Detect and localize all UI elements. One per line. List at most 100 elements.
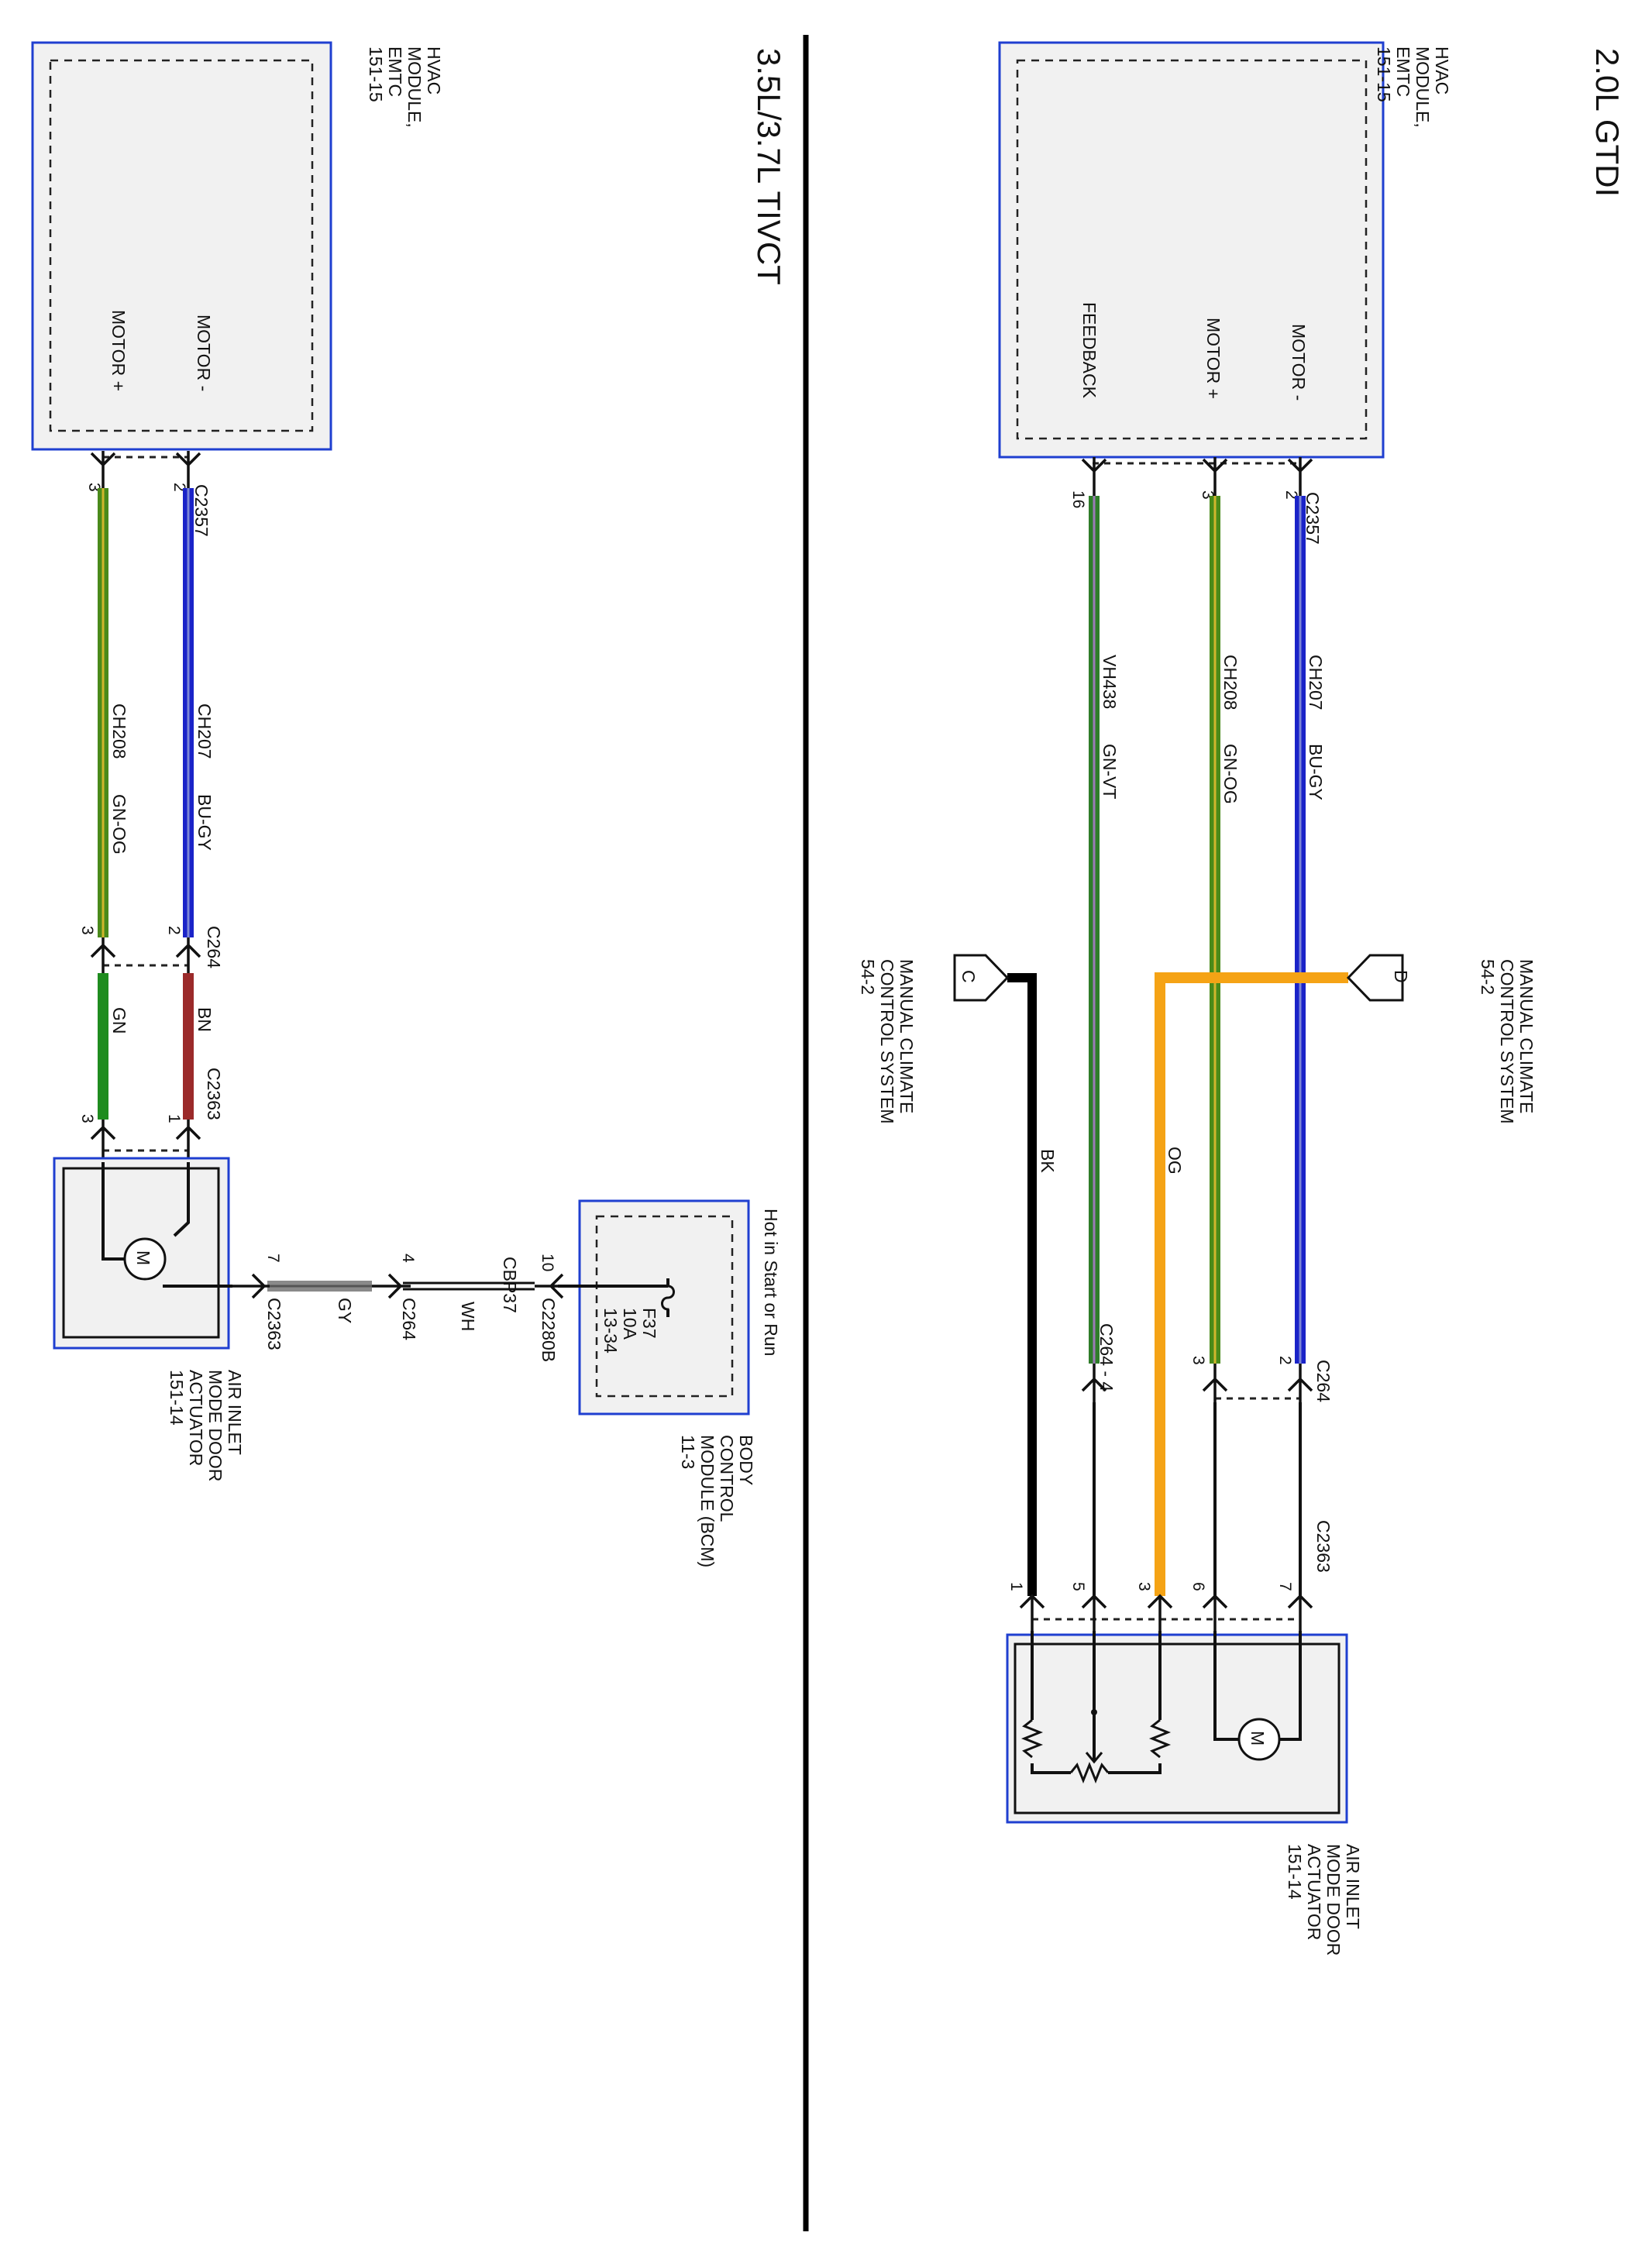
terminal-c264-pin4: [372, 1273, 411, 1299]
reference-c: C MANUAL CLIMATE CONTROL SYSTEM 54-2: [858, 954, 1010, 1129]
hvac-module-label: HVAC MODULE, EMTC 151-15: [1374, 46, 1452, 132]
wire-ch208: CH208 GN-OG: [98, 488, 129, 937]
wire-cbp37: CBP37 WH: [403, 1257, 535, 1331]
connector-c2280b: C2280B 10: [535, 1254, 573, 1362]
pin-label-motor-minus: MOTOR -: [1289, 324, 1309, 401]
reference-c-flag: [953, 954, 1010, 1002]
connector-c2357: C2357 2 3 16: [1069, 457, 1323, 545]
fuse-to-pin: [558, 1278, 669, 1288]
connector-c2363: C2363 1 3: [78, 1068, 224, 1162]
connector-c264-b: C264 4: [372, 1254, 419, 1340]
motor-lead-plus: [173, 1162, 190, 1237]
wire-og-line: [1155, 972, 1348, 1596]
actuator-label: AIR INLET MODE DOOR ACTUATOR 151-14: [1285, 1844, 1363, 1961]
pin-number: 10: [539, 1254, 556, 1271]
connector-c264: C264 2 3 C264 - 4: [1081, 1323, 1334, 1402]
pot-lead: [1031, 1763, 1071, 1774]
pin-label-motor-minus: MOTOR -: [194, 315, 214, 391]
wire-color-label: OG: [1165, 1147, 1185, 1175]
reference-d-label: MANUAL CLIMATE CONTROL SYSTEM 54-2: [1478, 959, 1537, 1129]
connector-label-c2363: C2363: [264, 1298, 284, 1350]
pin-number: 3: [1135, 1582, 1153, 1591]
connector-label-c2357: C2357: [191, 484, 212, 537]
wire-circuit-label: CBP37: [500, 1257, 520, 1313]
wire-ch207: CH207 BU-GY: [183, 488, 215, 937]
body-control-module: Hot in Start or Run F37 10A 13-34 BODY C…: [558, 1199, 781, 1573]
resistor-right: [1148, 1718, 1172, 1759]
pin-number: 3: [85, 483, 103, 492]
reference-c-label: MANUAL CLIMATE CONTROL SYSTEM 54-2: [858, 959, 917, 1129]
connector-c2357: C2357 2 3: [85, 451, 212, 537]
diagram-2-0l-gtdi: 2.0L GTDI HVAC MODULE, EMTC 151-15 MOTOR…: [858, 41, 1626, 1961]
wire-color-label: WH: [458, 1302, 478, 1331]
pot-wiper-arrow: [1085, 1752, 1103, 1764]
actuator-inner: [1014, 1642, 1341, 1814]
terminal-c264-pin3: [90, 937, 116, 973]
hvac-module-box: [31, 41, 332, 451]
hvac-module-inner: [1016, 59, 1368, 440]
terminal-c2363-pin1: [1019, 1594, 1045, 1631]
wire-gn: GN: [98, 973, 129, 1120]
pin-number: 3: [78, 1114, 96, 1123]
pin-number: 3: [1199, 490, 1217, 500]
wire-vh438: VH438 GN-VT: [1089, 496, 1120, 1364]
pin-number: 6: [1189, 1582, 1207, 1591]
wire-circuit-label: CH208: [1220, 655, 1241, 710]
pin-number: 16: [1069, 490, 1087, 508]
terminal-c2357-pin2: [1287, 457, 1313, 496]
wire-bk-line: [1007, 973, 1037, 1596]
motor-symbol: M: [133, 1250, 153, 1265]
connector-c2363: C2363 7 6 3 5 1: [1007, 1520, 1334, 1631]
terminal-c2363-pin5: [1081, 1594, 1107, 1631]
pin-number: 2: [1276, 1356, 1294, 1365]
motor-icon: [1237, 1718, 1281, 1761]
connector-c2363-b: C2363 7: [232, 1254, 284, 1350]
wire-gy: GY: [267, 1281, 372, 1323]
terminal-c2363-pin1: [175, 1120, 201, 1162]
connector-label-c2363: C2363: [204, 1068, 224, 1120]
motor-lead-plus: [1280, 1631, 1302, 1741]
hvac-module-label: HVAC MODULE, EMTC 151-15: [366, 46, 444, 132]
terminal-c2357-pin3: [1202, 457, 1228, 496]
connector-label-c264-4: C264 - 4: [1096, 1323, 1117, 1391]
bcm-hot-text: Hot in Start or Run: [761, 1209, 781, 1356]
pot-lead: [1108, 1763, 1162, 1774]
bcm-label: BODY CONTROL MODULE (BCM) 11-3: [678, 1435, 756, 1573]
pin-number: 5: [1069, 1582, 1087, 1591]
wire-circuit-label: CH207: [194, 703, 215, 759]
diagram-3-5l-3-7l-tivct: 3.5L/3.7L TIVCT HVAC MODULE, EMTC 151-15…: [31, 41, 787, 1573]
pin-number: 2: [170, 483, 188, 492]
wire-circuit-label: VH438: [1100, 655, 1120, 709]
wire-circuit-label: CH208: [109, 703, 129, 759]
fuse-icon: [661, 1278, 675, 1317]
pin-number: 1: [165, 1114, 183, 1123]
connector-label-c264: C264: [1313, 1360, 1334, 1402]
terminal-c2363-pin3: [90, 1120, 116, 1162]
actuator-box: [1006, 1633, 1348, 1824]
actuator-label: AIR INLET MODE DOOR ACTUATOR 151-14: [167, 1370, 245, 1487]
motor-lead-minus: [102, 1162, 124, 1261]
terminal-c2363-pin3: [1147, 1594, 1173, 1631]
terminal-c264-pin2: [1287, 1364, 1313, 1402]
pin-number: 3: [1189, 1356, 1207, 1365]
motor-symbol: M: [1248, 1731, 1268, 1746]
reference-letter: C: [959, 970, 979, 983]
pin-number: 1: [1007, 1582, 1025, 1591]
wire-color-label: BK: [1038, 1149, 1058, 1173]
pin-number: 4: [399, 1254, 417, 1263]
bcm-inner: [595, 1215, 734, 1398]
pin-label-feedback: FEEDBACK: [1079, 302, 1100, 399]
actuator-inner: [62, 1167, 220, 1339]
wire-color-label: BU-GY: [194, 794, 215, 851]
wire-og: OG: [1155, 972, 1348, 1596]
connector-label-c2280b: C2280B: [539, 1298, 559, 1362]
motor-lead-minus: [1213, 1631, 1238, 1741]
fuse-label: F37 10A 13-34: [601, 1308, 659, 1354]
terminal-c2357-pin2: [175, 451, 201, 488]
hvac-module: HVAC MODULE, EMTC 151-15 MOTOR - MOTOR +: [31, 41, 444, 451]
hvac-module-box: [998, 41, 1385, 459]
terminal-c2357-pin16: [1081, 457, 1107, 496]
wire-ch207: CH207 BU-GY: [1295, 496, 1326, 1364]
terminal-c264-pin2: [175, 937, 201, 973]
